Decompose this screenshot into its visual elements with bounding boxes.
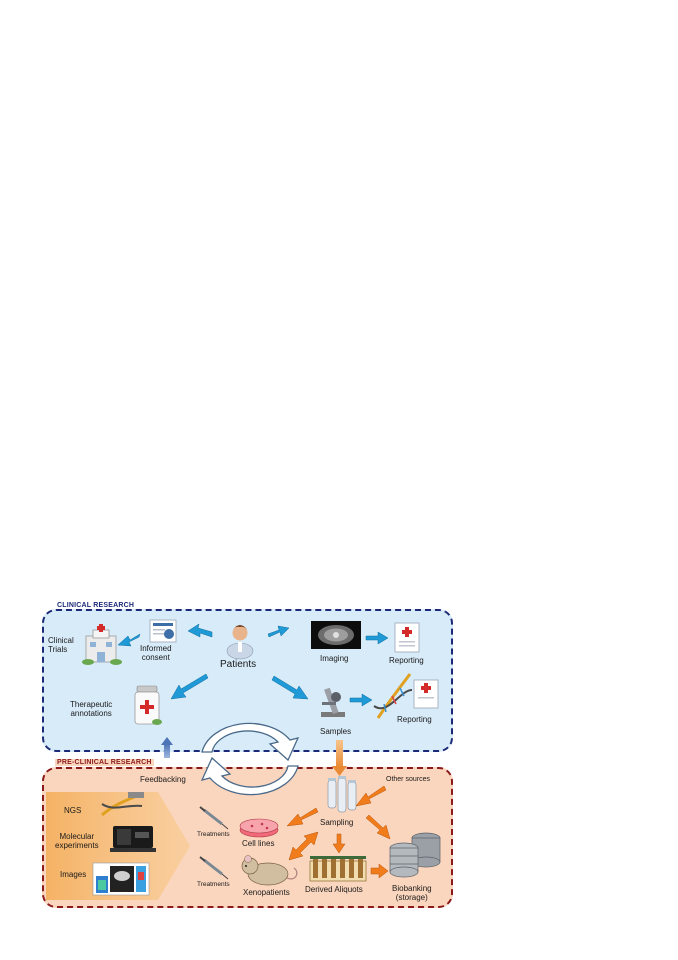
informed-consent-label: Informed consent (140, 644, 172, 662)
samples-label: Samples (320, 727, 352, 736)
arrow-sampling-to-biobanking (365, 814, 391, 840)
reporting-label-2: Reporting (397, 715, 432, 724)
ngs-dna-icon (100, 792, 144, 817)
cycle-arrow (200, 722, 300, 796)
clinical-arrows (117, 623, 389, 707)
hospital-icon (82, 624, 122, 665)
arrow-patients-to-samples (271, 675, 309, 700)
molecular-experiments-label: Molecular experiments (55, 832, 99, 850)
biobank-database-icon (389, 832, 441, 878)
arrow-aliquots-to-biobanking (370, 863, 389, 879)
arrow-consent-to-trials (117, 633, 141, 647)
feedbacking-label: Feedbacking (140, 775, 186, 784)
treatments-label-1: Treatments (197, 831, 230, 838)
arrow-imaging-to-reporting (365, 631, 389, 645)
aliquot-rack-icon (309, 856, 367, 882)
imaging-label: Imaging (320, 654, 349, 663)
derived-aliquots-label: Derived Aliquots (305, 885, 363, 894)
xenopatients-label: Xenopatients (243, 888, 290, 897)
arrow-othersources-to-tubes (355, 785, 387, 807)
arrow-sampling-to-aliquots (332, 833, 346, 854)
feedback-arrow (161, 737, 173, 758)
arrow-xeno-sampling (288, 831, 319, 861)
reporting-label-1: Reporting (389, 656, 424, 665)
clinical-research-title: CLINICAL RESEARCH (55, 602, 137, 609)
clinical-trials-label: Clinical Trials (48, 636, 74, 654)
syringe-icon-2 (199, 856, 229, 880)
therapeutic-annotations-label: Therapeutic annotations (70, 700, 113, 718)
preclinical-research-title: PRE-CLINICAL RESEARCH (55, 759, 154, 766)
patient-icon (226, 625, 254, 660)
other-sources-label: Other sources (386, 776, 430, 783)
sequencer-machine-icon (110, 826, 156, 852)
arrow-samples-to-dnareport (349, 693, 373, 707)
arrow-patients-to-imaging (267, 625, 290, 638)
mouse-icon (241, 855, 298, 886)
biobanking-label: Biobanking (storage) (392, 884, 432, 902)
samples-down-arrow (332, 740, 347, 776)
microscopy-images-icon (92, 862, 150, 896)
microscope-icon (321, 687, 345, 717)
consent-document-icon (149, 619, 177, 643)
sample-tubes-icon (327, 776, 357, 813)
petri-dish-icon (239, 818, 279, 838)
ngs-label: NGS (64, 806, 82, 815)
syringe-icon-1 (199, 806, 229, 830)
arrow-patients-to-therapeutic (170, 673, 209, 700)
patients-label: Patients (220, 659, 257, 670)
arrow-sampling-to-celllines (286, 807, 319, 827)
arrow-patients-to-consent (187, 623, 213, 638)
cell-lines-label: Cell lines (242, 839, 275, 848)
preclinical-arrows (286, 785, 391, 879)
images-label: Images (60, 870, 87, 879)
report-clipboard-icon (394, 622, 420, 653)
ct-scan-image (311, 621, 361, 649)
sampling-label: Sampling (320, 818, 354, 827)
treatments-label-2: Treatments (197, 881, 230, 888)
dna-report-icon (373, 673, 439, 719)
medicine-bottle-icon (134, 685, 162, 725)
